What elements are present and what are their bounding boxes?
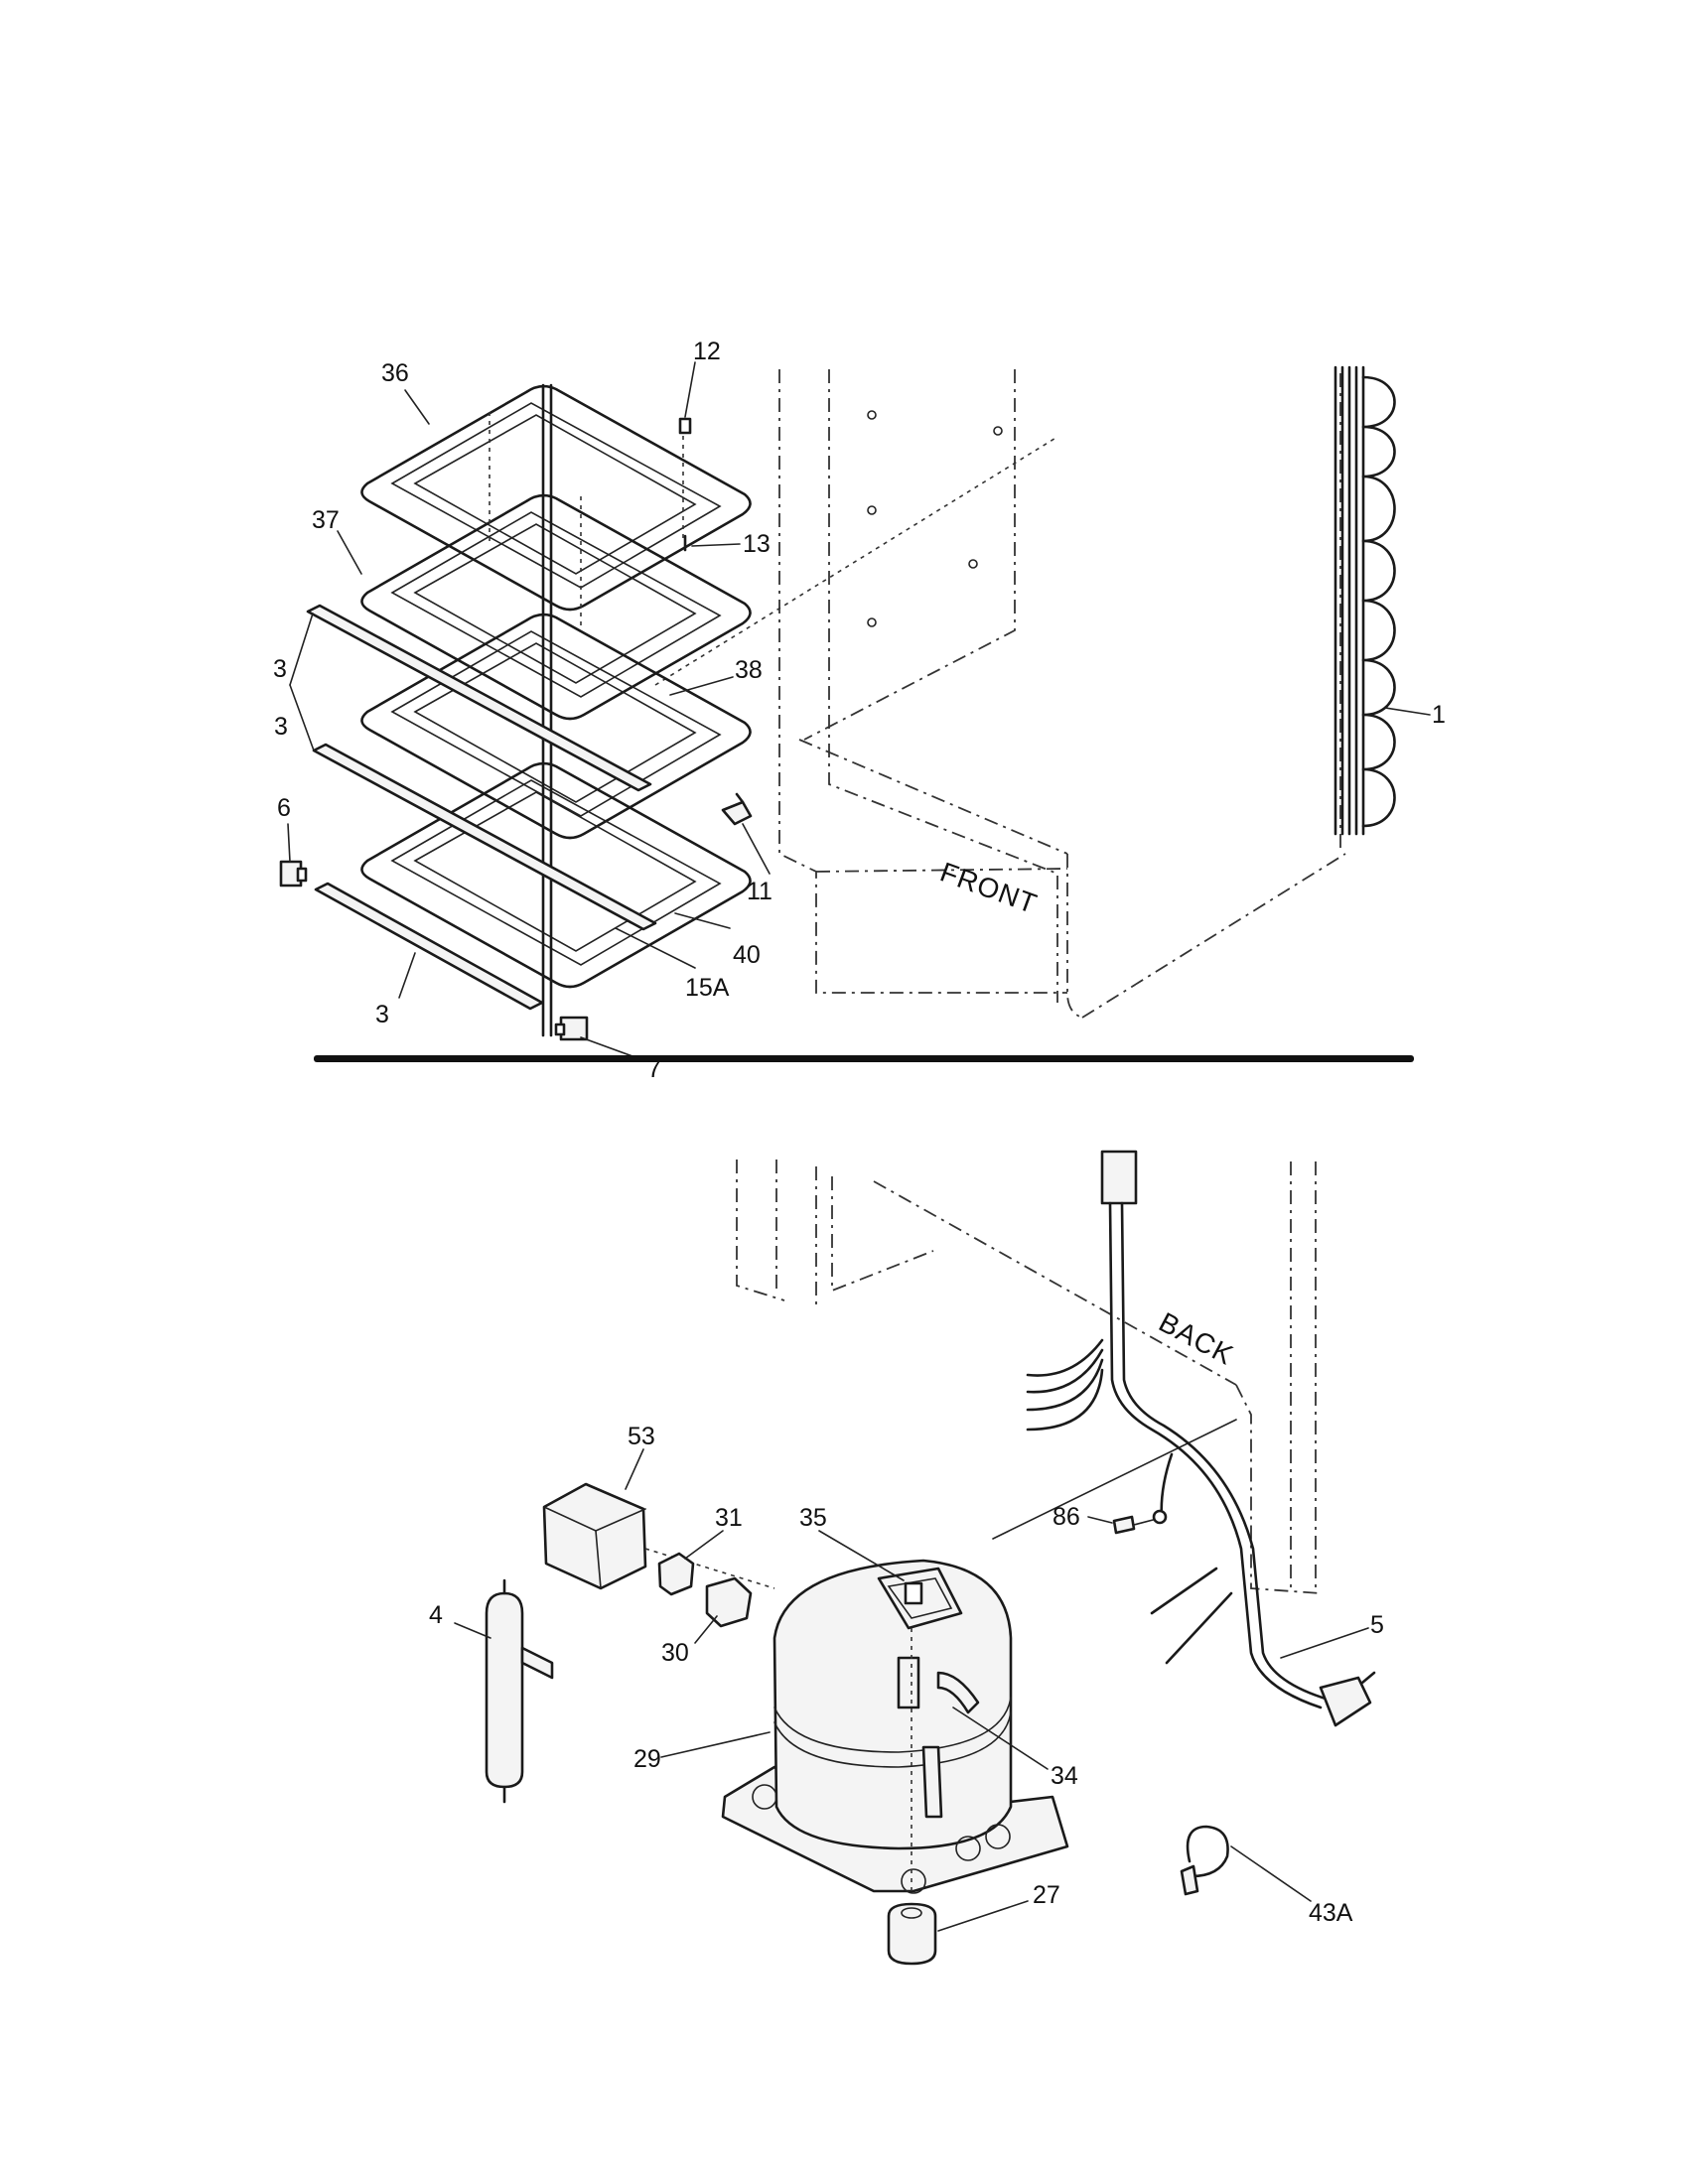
callout-27: 27 <box>1033 1881 1060 1909</box>
callout-5: 5 <box>1370 1611 1384 1639</box>
callout-3-middle: 3 <box>274 713 288 741</box>
top-hardware <box>279 417 753 1041</box>
callout-3-upper: 3 <box>273 655 287 683</box>
front-label: FRONT <box>936 857 1042 920</box>
callout-34: 34 <box>1051 1762 1078 1790</box>
ground-screw <box>1087 1509 1168 1535</box>
relay-assembly <box>542 1482 775 1628</box>
callout-12: 12 <box>693 338 721 365</box>
leaders-top <box>287 361 771 1061</box>
back-label: BACK <box>1154 1306 1238 1371</box>
evaporator-shelves <box>360 383 752 1037</box>
callout-86: 86 <box>1052 1503 1080 1531</box>
callout-30: 30 <box>661 1639 689 1667</box>
leaders-bottom <box>625 1448 1369 1932</box>
cabinet-outline-top <box>654 369 1346 1019</box>
section-divider <box>314 1055 1414 1062</box>
callout-38: 38 <box>735 656 763 684</box>
callout-37: 37 <box>312 506 340 534</box>
callout-53: 53 <box>628 1423 655 1450</box>
callout-31: 31 <box>715 1504 743 1532</box>
grommet <box>887 1902 937 1966</box>
trim-strips <box>306 604 657 1011</box>
power-cord <box>1026 1150 1376 1727</box>
filter-drier <box>454 1578 554 1804</box>
callout-35: 35 <box>799 1504 827 1532</box>
callout-6: 6 <box>277 794 291 822</box>
callout-11: 11 <box>747 878 772 905</box>
callout-43A: 43A <box>1309 1899 1353 1927</box>
callout-15A: 15A <box>685 974 730 1002</box>
callout-3-lower: 3 <box>375 1001 389 1028</box>
callout-29: 29 <box>633 1745 661 1773</box>
cabinet-outline-bottom <box>736 1160 1322 1594</box>
cord-clamp <box>1180 1825 1312 1902</box>
callout-36: 36 <box>381 359 409 387</box>
compressor <box>721 1559 1069 1894</box>
condenser-coil <box>1333 365 1431 836</box>
callout-7: 7 <box>647 1055 661 1083</box>
callout-4: 4 <box>429 1601 443 1629</box>
callout-40: 40 <box>733 941 761 969</box>
callout-1: 1 <box>1432 701 1446 729</box>
callout-13: 13 <box>743 530 771 558</box>
